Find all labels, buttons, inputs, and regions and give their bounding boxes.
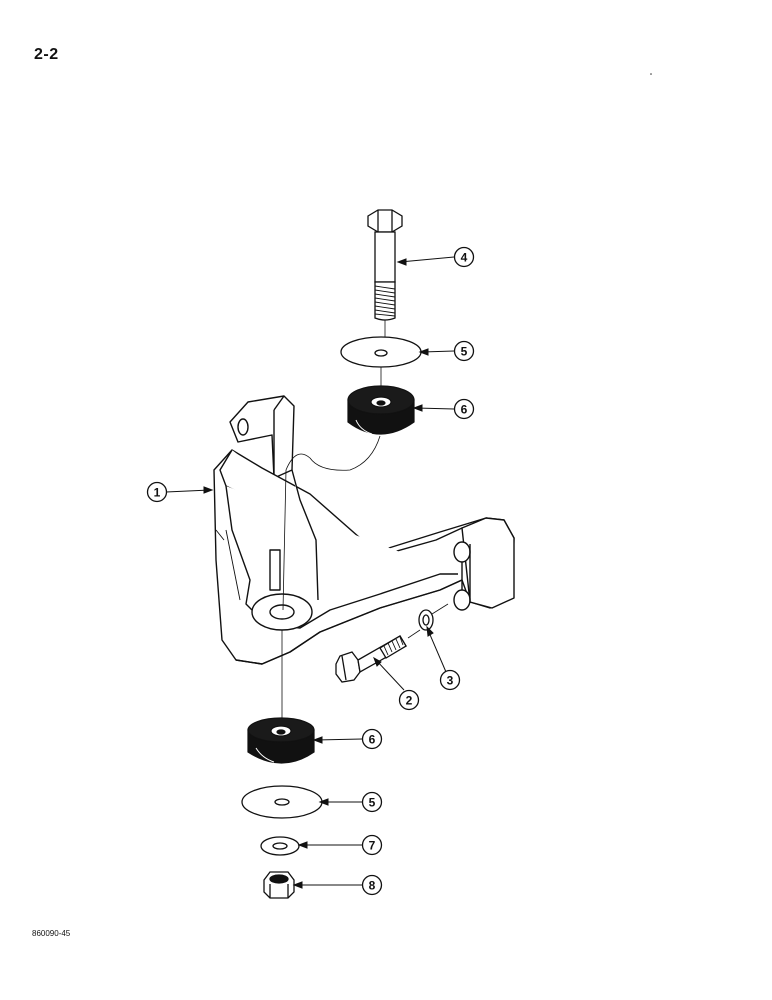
callout-1-label: 1	[154, 486, 161, 500]
callout-2: 2	[398, 689, 420, 711]
figure-code: 860090-45	[32, 929, 71, 938]
callout-6-bottom-label: 6	[369, 733, 376, 747]
assembly-line-3-1	[431, 603, 449, 615]
leader-lines	[165, 256, 455, 889]
callout-6-top-label: 6	[461, 403, 468, 417]
callout-3-label: 3	[447, 674, 454, 688]
part-washer-bottom	[241, 785, 323, 819]
callout-1: 1	[146, 481, 168, 503]
callout-5-top-label: 5	[461, 345, 468, 359]
part-mount-top	[347, 385, 415, 435]
part-lock-washer	[418, 609, 434, 631]
part-bolt-top	[367, 209, 403, 321]
callout-3: 3	[439, 669, 461, 691]
assembly-line-6-1	[282, 435, 381, 611]
callout-7-label: 7	[369, 839, 376, 853]
callout-5-bottom-label: 5	[369, 796, 376, 810]
part-small-washer	[260, 836, 300, 856]
part-mount-bottom	[247, 717, 315, 764]
part-hex-nut	[263, 871, 295, 899]
callout-7: 7	[361, 834, 383, 856]
part-washer-top	[340, 336, 422, 368]
callout-6-bottom: 6	[361, 728, 383, 750]
callout-2-label: 2	[406, 694, 413, 708]
part-bolt-side	[335, 635, 407, 683]
callout-6-top: 6	[453, 398, 475, 420]
callout-4: 4	[453, 246, 475, 268]
callout-5-bottom: 5	[361, 791, 383, 813]
callout-4-label: 4	[461, 251, 468, 265]
assembly-line-2-3	[407, 629, 421, 639]
callout-8-label: 8	[369, 879, 376, 893]
callout-5-top: 5	[453, 340, 475, 362]
part-bracket	[213, 395, 515, 665]
page-number: 2-2	[34, 46, 59, 63]
callout-8: 8	[361, 874, 383, 896]
speck-dot	[650, 73, 652, 75]
